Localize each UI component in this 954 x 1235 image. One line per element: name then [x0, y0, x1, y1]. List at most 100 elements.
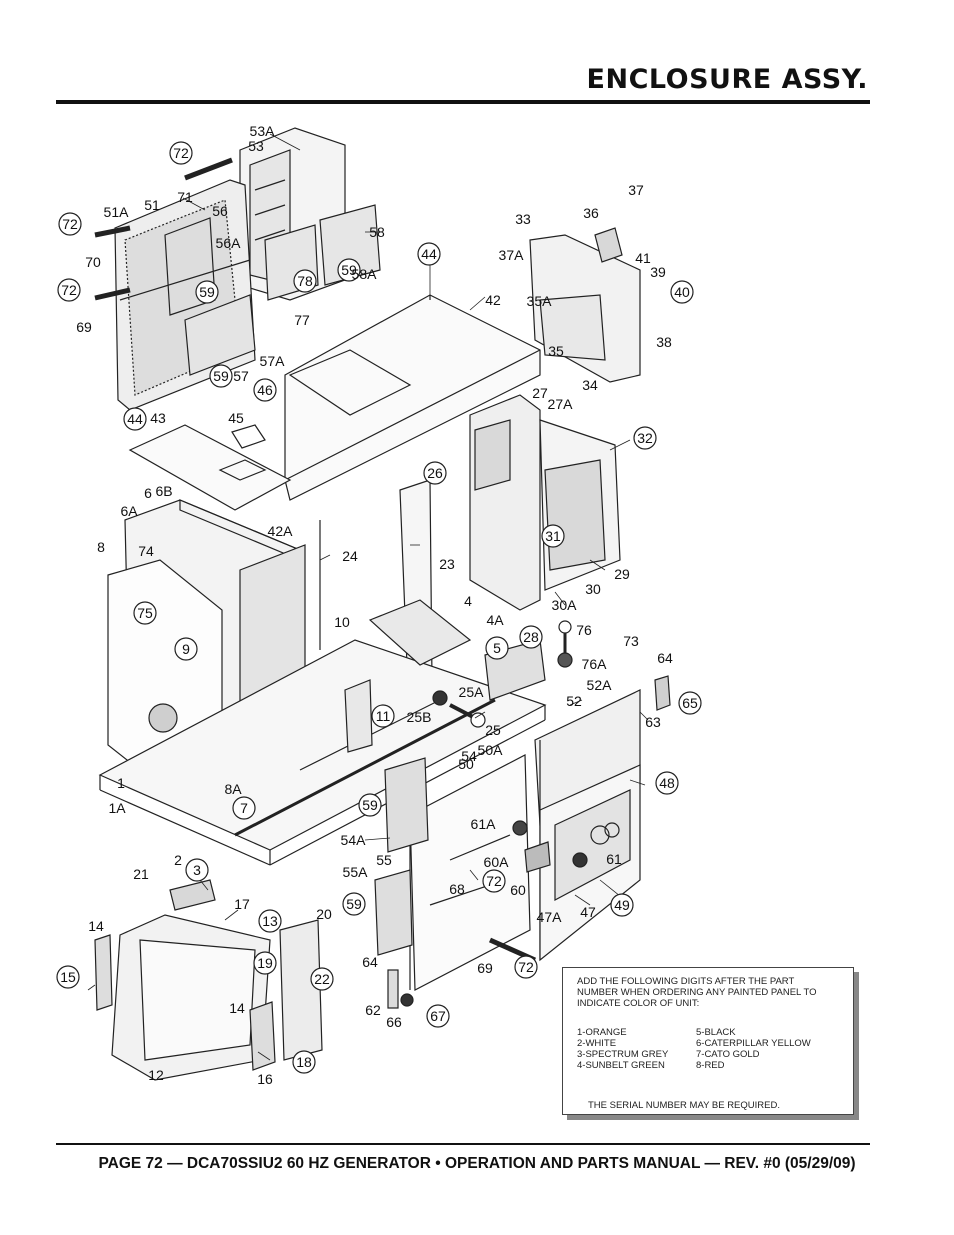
- callout-41: 41: [635, 250, 651, 266]
- callout-76: 76: [576, 622, 592, 638]
- callout-39: 39: [650, 264, 666, 280]
- callout-circle-18: [292, 1050, 316, 1074]
- callout-18: 18: [296, 1054, 312, 1070]
- callout-64: 64: [362, 954, 378, 970]
- callout-72: 72: [62, 216, 78, 232]
- callout-circle-72: [58, 212, 82, 236]
- color-3: 3-SPECTRUM GREY: [577, 1049, 669, 1060]
- callout-40: 40: [674, 284, 690, 300]
- callout-75: 75: [137, 605, 153, 621]
- radiator-section-27: [469, 394, 621, 611]
- callout-19: 19: [257, 955, 273, 971]
- callout-59: 59: [362, 797, 378, 813]
- roof-panel-43: [128, 424, 292, 511]
- post-11: [344, 679, 373, 753]
- callout-62: 62: [365, 1002, 381, 1018]
- callout-14: 14: [88, 918, 104, 934]
- callout-30A: 30A: [552, 597, 578, 613]
- callout-circle-11: [371, 704, 395, 728]
- callout-63: 63: [645, 714, 661, 730]
- callout-6: 6: [144, 485, 152, 501]
- callout-76A: 76A: [582, 656, 608, 672]
- callout-8A: 8A: [224, 781, 242, 797]
- callout-circle-44: [123, 407, 147, 431]
- callout-48: 48: [659, 775, 675, 791]
- bolt-76: [557, 620, 573, 668]
- callout-78: 78: [297, 273, 313, 289]
- callout-27: 27: [532, 385, 548, 401]
- callout-26: 26: [427, 465, 443, 481]
- callout-31: 31: [545, 528, 561, 544]
- hinge-65: [654, 675, 671, 711]
- callout-56A: 56A: [216, 235, 242, 251]
- callout-4A: 4A: [486, 612, 504, 628]
- callout-47: 47: [580, 904, 596, 920]
- bracket-14: [94, 934, 113, 1011]
- callout-21: 21: [133, 866, 149, 882]
- handle-72-top: [184, 157, 233, 181]
- callout-66: 66: [386, 1014, 402, 1030]
- callout-28: 28: [523, 629, 539, 645]
- callout-60A: 60A: [484, 854, 510, 870]
- callout-circle-13: [258, 909, 282, 933]
- control-box-33: [529, 234, 641, 383]
- callout-51: 51: [144, 197, 160, 213]
- latch-61: [512, 820, 588, 873]
- callout-30: 30: [585, 581, 601, 597]
- callout-15: 15: [60, 969, 76, 985]
- callout-circle-59: [195, 280, 219, 304]
- callout-12: 12: [148, 1067, 164, 1083]
- callout-58A: 58A: [352, 266, 378, 282]
- callout-circle-46: [253, 378, 277, 402]
- callout-11: 11: [376, 708, 391, 724]
- title-rule: [56, 100, 870, 104]
- callout-3: 3: [193, 862, 201, 878]
- callout-circle-59: [358, 793, 382, 817]
- door-50: [409, 754, 531, 991]
- footer-rule: [56, 1143, 870, 1145]
- cover-36: [594, 227, 623, 263]
- callout-49: 49: [614, 897, 630, 913]
- callout-52: 52: [566, 693, 582, 709]
- color-1: 1-ORANGE: [577, 1027, 627, 1038]
- callout-7: 7: [240, 800, 248, 816]
- callout-17: 17: [234, 896, 250, 912]
- callout-25A: 25A: [459, 684, 485, 700]
- callout-54A: 54A: [341, 832, 367, 848]
- callout-circle-28: [519, 625, 543, 649]
- bracket-62: [387, 969, 399, 1009]
- callout-32: 32: [637, 430, 653, 446]
- callout-50: 50: [458, 756, 474, 772]
- baffle-56: [164, 217, 256, 376]
- callout-70: 70: [85, 254, 101, 270]
- page-title: ENCLOSURE ASSY.: [586, 64, 868, 95]
- callout-circle-44: [417, 242, 441, 266]
- callout-27A: 27A: [548, 396, 574, 412]
- callout-42: 42: [485, 292, 501, 308]
- callout-45: 45: [228, 410, 244, 426]
- callout-74: 74: [138, 543, 154, 559]
- grommet-66: [400, 993, 414, 1007]
- callout-77: 77: [294, 312, 310, 328]
- callout-59: 59: [341, 262, 357, 278]
- callout-circle-7: [232, 796, 256, 820]
- callout-circle-31: [541, 524, 565, 548]
- bracket-16: [249, 1001, 276, 1071]
- callout-35: 35: [548, 343, 564, 359]
- callout-1: 1: [117, 775, 125, 791]
- callout-6A: 6A: [120, 503, 138, 519]
- callout-24: 24: [342, 548, 358, 564]
- callout-circle-72: [57, 278, 81, 302]
- callout-circle-32: [633, 426, 657, 450]
- callout-23: 23: [439, 556, 455, 572]
- callout-9: 9: [182, 641, 190, 657]
- callout-59: 59: [199, 284, 215, 300]
- callout-50A: 50A: [478, 742, 504, 758]
- callout-35A: 35A: [527, 293, 553, 309]
- callout-8: 8: [97, 539, 105, 555]
- callout-circle-15: [56, 965, 80, 989]
- callout-circle-9: [174, 637, 198, 661]
- callout-37: 37: [628, 182, 644, 198]
- callout-67: 67: [430, 1008, 446, 1024]
